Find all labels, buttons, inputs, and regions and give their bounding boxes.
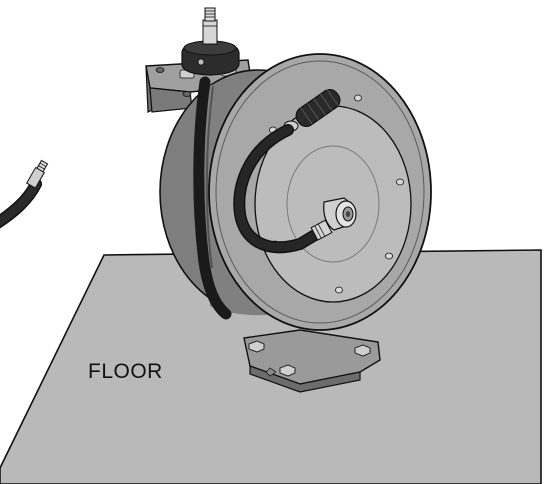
hub-fitting <box>323 197 357 231</box>
floor-label: FLOOR <box>88 360 163 383</box>
floor-base <box>243 329 381 393</box>
wound-hose <box>193 76 232 320</box>
swivel-inlet <box>181 7 240 76</box>
loose-hose-end <box>0 159 49 229</box>
front-hose-loop <box>233 124 333 254</box>
